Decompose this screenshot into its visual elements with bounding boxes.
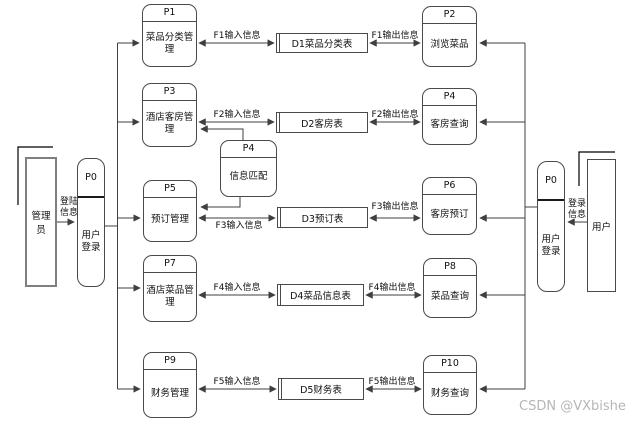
datastore-d2: D2客房表	[276, 112, 368, 133]
entity-admin-label: 管理员	[31, 211, 51, 236]
datastore-d2-label: D2客房表	[301, 118, 343, 130]
process-p0-left-name: 用户登录	[81, 230, 101, 253]
process-p1: P1 菜品分类管理	[142, 4, 197, 67]
process-p8-id: P8	[424, 259, 476, 276]
flow-label-f4-out: F4输出信息	[368, 283, 416, 293]
process-p4-right-id: P4	[423, 89, 476, 106]
process-p2: P2 浏览菜品	[422, 6, 477, 67]
process-p7-name: 酒店菜品管理	[146, 285, 194, 308]
process-p4-right: P4 客房查询	[422, 88, 477, 145]
flow-label-f1-in: F1输入信息	[213, 31, 261, 41]
entity-user: 用户	[587, 159, 616, 292]
flow-label-f2-in: F2输入信息	[213, 110, 261, 120]
process-p5-name: 预订管理	[150, 213, 189, 225]
datastore-d1-label: D1菜品分类表	[291, 39, 353, 50]
process-p4-matcher: P4 信息匹配	[220, 140, 277, 197]
process-p7: P7 酒店菜品管理	[143, 255, 197, 322]
process-p10-id: P10	[424, 356, 476, 373]
process-p0-right-id: P0	[538, 162, 564, 201]
flow-label-f4-in: F4输入信息	[213, 283, 261, 293]
flow-label-f5-in: F5输入信息	[213, 377, 261, 387]
process-p1-name: 菜品分类管理	[145, 32, 194, 55]
admin-shadow-bracket	[17, 146, 53, 205]
datastore-d3-label: D3预订表	[301, 213, 344, 225]
process-p9: P9 财务管理	[143, 352, 197, 418]
flow-label-f5-out: F5输出信息	[368, 377, 416, 387]
datastore-d3: D3预订表	[277, 207, 368, 228]
process-p10: P10 财务查询	[423, 355, 477, 415]
flow-label-login-left: 登陆信息	[59, 197, 78, 218]
csdn-watermark: CSDN @VXbishe	[519, 399, 626, 414]
flow-label-f3-in: F3输入信息	[215, 221, 263, 231]
datastore-d1: D1菜品分类表	[276, 33, 368, 53]
process-p6-name: 客房预订	[430, 208, 469, 220]
process-p10-name: 财务查询	[430, 387, 469, 399]
process-p5: P5 预订管理	[143, 180, 197, 242]
process-p4-matcher-name: 信息匹配	[229, 171, 268, 182]
datastore-d4: D4菜品信息表	[277, 284, 364, 306]
process-p8-name: 菜品查询	[430, 290, 469, 302]
process-p4-matcher-id: P4	[221, 141, 276, 158]
process-p7-id: P7	[144, 256, 196, 273]
process-p0-left-id: P0	[78, 159, 104, 198]
process-p1-id: P1	[143, 5, 196, 22]
process-p9-name: 财务管理	[150, 387, 189, 399]
process-p3: P3 酒店客房管理	[142, 83, 197, 147]
process-p4-right-name: 客房查询	[430, 119, 469, 130]
matcher-to-p5	[200, 196, 241, 211]
process-p9-id: P9	[144, 353, 196, 370]
process-p0-right: P0 用户登录	[537, 161, 565, 292]
entity-admin: 管理员	[25, 157, 57, 287]
flow-label-f1-out: F1输出信息	[371, 31, 419, 41]
process-p2-id: P2	[423, 7, 476, 24]
flow-label-login-right: 登录信息	[567, 199, 586, 220]
process-p5-id: P5	[144, 181, 196, 198]
process-p6-id: P6	[423, 178, 476, 195]
entity-user-label: 用户	[591, 221, 611, 233]
datastore-d4-label: D4菜品信息表	[290, 291, 351, 302]
process-p3-id: P3	[143, 84, 196, 101]
matcher-to-p3	[200, 125, 244, 141]
datastore-d5-label: D5财务表	[300, 385, 342, 396]
flow-label-f2-out: F2输出信息	[371, 110, 419, 120]
process-p0-right-name: 用户登录	[541, 234, 561, 257]
datastore-d5: D5财务表	[278, 378, 364, 400]
user-shadow-bracket	[578, 151, 615, 186]
process-p3-name: 酒店客房管理	[145, 111, 194, 135]
flow-label-f3-out: F3输出信息	[371, 202, 419, 212]
process-p2-name: 浏览菜品	[430, 39, 469, 50]
process-p0-left: P0 用户登录	[77, 158, 105, 287]
process-p6: P6 客房预订	[422, 177, 477, 235]
process-p8: P8 菜品查询	[423, 258, 477, 318]
